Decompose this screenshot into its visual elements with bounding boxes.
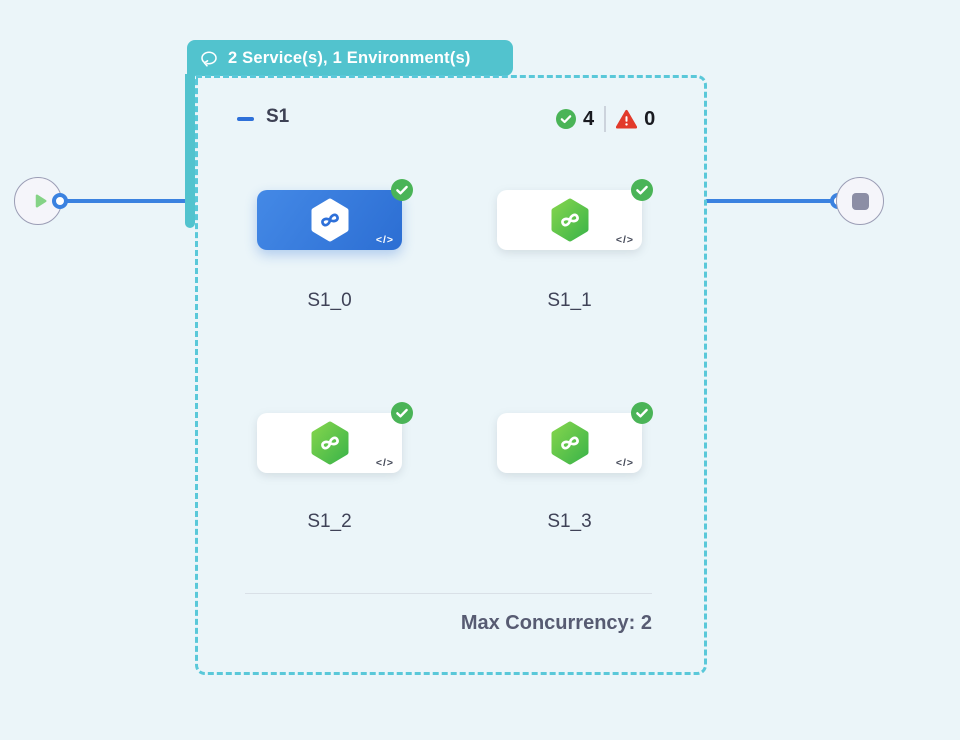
service-card-s1-1[interactable]: </>	[497, 179, 653, 250]
service-label: S1_0	[307, 290, 352, 311]
stage-status-row: 4 0	[556, 105, 655, 133]
max-concurrency-label: Max Concurrency: 2	[460, 612, 652, 634]
start-connector-dot	[52, 193, 68, 209]
code-icon: </>	[375, 457, 394, 469]
service-hexagon-icon	[310, 198, 350, 242]
loop-retry-icon	[199, 48, 219, 68]
success-check-icon	[631, 402, 653, 424]
end-node[interactable]	[836, 177, 884, 225]
service-group-badge-label: 2 Service(s), 1 Environment(s)	[228, 48, 471, 67]
service-label: S1_3	[547, 511, 592, 532]
stage-container	[195, 75, 707, 675]
stage-name: S1	[266, 106, 290, 127]
success-count: 4	[583, 107, 595, 130]
service-hexagon-icon	[310, 421, 350, 465]
footer-divider	[245, 593, 652, 594]
status-divider	[604, 106, 607, 132]
start-edge-line	[60, 199, 196, 203]
code-icon: </>	[375, 234, 394, 246]
service-label: S1_1	[547, 290, 592, 311]
service-card-s1-2[interactable]: </>	[257, 402, 413, 473]
warning-status-icon	[616, 109, 638, 130]
play-icon	[28, 189, 52, 213]
collapse-minus-icon[interactable]	[237, 117, 254, 121]
service-card-s1-3[interactable]: </>	[497, 402, 653, 473]
code-icon: </>	[615, 234, 634, 246]
success-check-icon	[631, 179, 653, 201]
service-card-s1-0[interactable]: </>	[257, 179, 413, 250]
code-icon: </>	[615, 457, 634, 469]
service-hexagon-icon	[550, 421, 590, 465]
failed-count: 0	[644, 107, 656, 130]
service-hexagon-icon	[550, 198, 590, 242]
service-group-strip	[185, 74, 195, 228]
service-group-badge[interactable]: 2 Service(s), 1 Environment(s)	[187, 40, 513, 76]
success-status-icon	[556, 109, 576, 129]
stop-icon	[851, 192, 869, 210]
service-label: S1_2	[307, 511, 352, 532]
success-check-icon	[391, 179, 413, 201]
end-edge-line	[705, 199, 838, 203]
success-check-icon	[391, 402, 413, 424]
